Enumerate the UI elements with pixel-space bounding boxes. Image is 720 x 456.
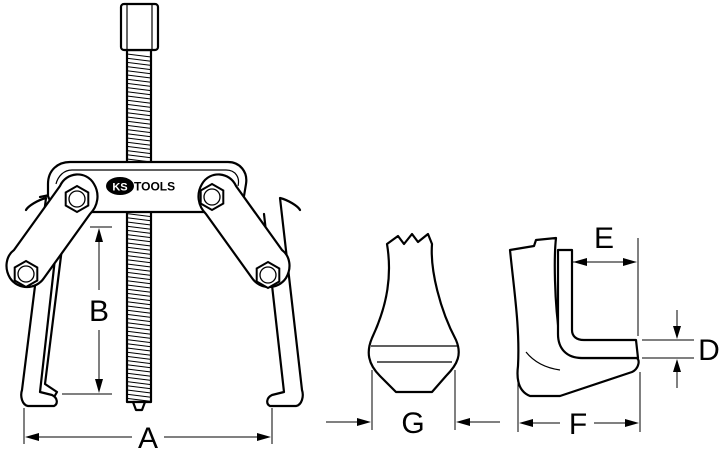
label-d: D — [698, 334, 720, 367]
dimension-g: G — [326, 370, 500, 440]
lower-left-nut — [13, 260, 39, 288]
dimension-b: B — [62, 226, 112, 395]
logo-ks-text: KS — [112, 182, 127, 194]
dimension-f: F — [517, 372, 641, 441]
label-a: A — [138, 422, 158, 455]
upper-left-nut — [64, 185, 90, 213]
threaded-spindle — [125, 48, 153, 412]
logo-tools-text: TOOLS — [134, 180, 175, 194]
puller-assembly: KS TOOLS — [5, 2, 304, 412]
dimension-e: E — [572, 222, 639, 336]
dimension-a: A — [23, 408, 273, 455]
jaw-front-view — [367, 232, 460, 394]
dimension-d: D — [642, 310, 720, 388]
upper-right-nut — [199, 183, 225, 211]
right-jaw — [262, 196, 304, 408]
ks-tools-logo: KS TOOLS — [106, 177, 175, 195]
label-g: G — [401, 407, 424, 440]
lower-right-nut — [255, 261, 281, 289]
label-f: F — [569, 408, 587, 441]
label-b: B — [89, 295, 109, 328]
jaw-side-view — [508, 236, 640, 398]
hex-head — [119, 2, 160, 52]
label-e: E — [594, 222, 614, 255]
